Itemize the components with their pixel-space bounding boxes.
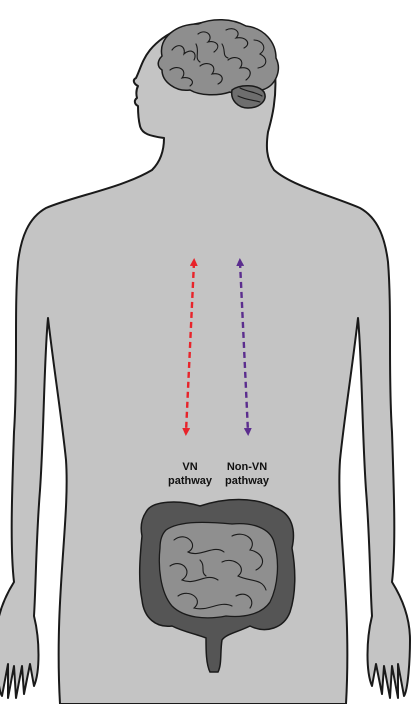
vn-pathway-label-line2: pathway	[168, 475, 213, 487]
small-intestine	[159, 522, 277, 618]
vn-pathway-label-line1: VN	[182, 461, 197, 473]
cerebellum	[232, 86, 265, 108]
non-vn-pathway-label-line2: pathway	[225, 475, 270, 487]
non-vn-pathway-label-line1: Non-VN	[227, 461, 267, 473]
